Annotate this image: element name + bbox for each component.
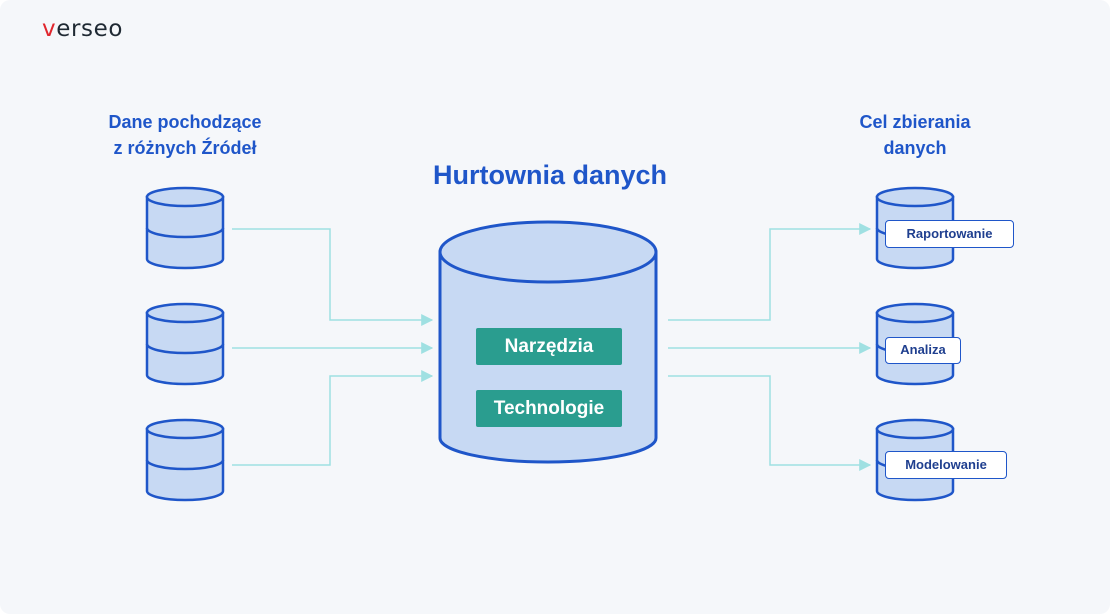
tag-technology: Technologie — [476, 390, 622, 427]
sources-heading-line2: z różnych Źródeł — [113, 138, 257, 158]
sources-heading-line1: Dane pochodzące — [108, 112, 262, 132]
goals-heading-line2: danych — [883, 138, 947, 158]
tag-tools: Narzędzia — [476, 328, 622, 365]
connector-goal-1 — [668, 223, 872, 321]
logo-text: erseo — [56, 16, 124, 42]
goals-heading-line1: Cel zbierania — [859, 112, 971, 132]
goals-heading: Cel zbierania danych — [800, 109, 1030, 161]
database-icon — [145, 186, 225, 270]
sources-heading: Dane pochodzące z różnych Źródeł — [70, 109, 300, 161]
goal-modeling-label: Modelowanie — [885, 451, 1007, 479]
connector-goal-3 — [668, 375, 872, 471]
connector-source-1 — [232, 228, 434, 326]
warehouse-title: Hurtownia danych — [432, 160, 668, 190]
connector-source-3 — [232, 370, 434, 466]
goal-reporting-label: Raportowanie — [885, 220, 1014, 248]
verseo-logo: verseo — [42, 16, 123, 42]
logo-accent-letter: v — [42, 16, 57, 42]
database-icon — [145, 302, 225, 386]
database-icon — [145, 418, 225, 502]
goal-analysis-label: Analiza — [885, 337, 961, 364]
